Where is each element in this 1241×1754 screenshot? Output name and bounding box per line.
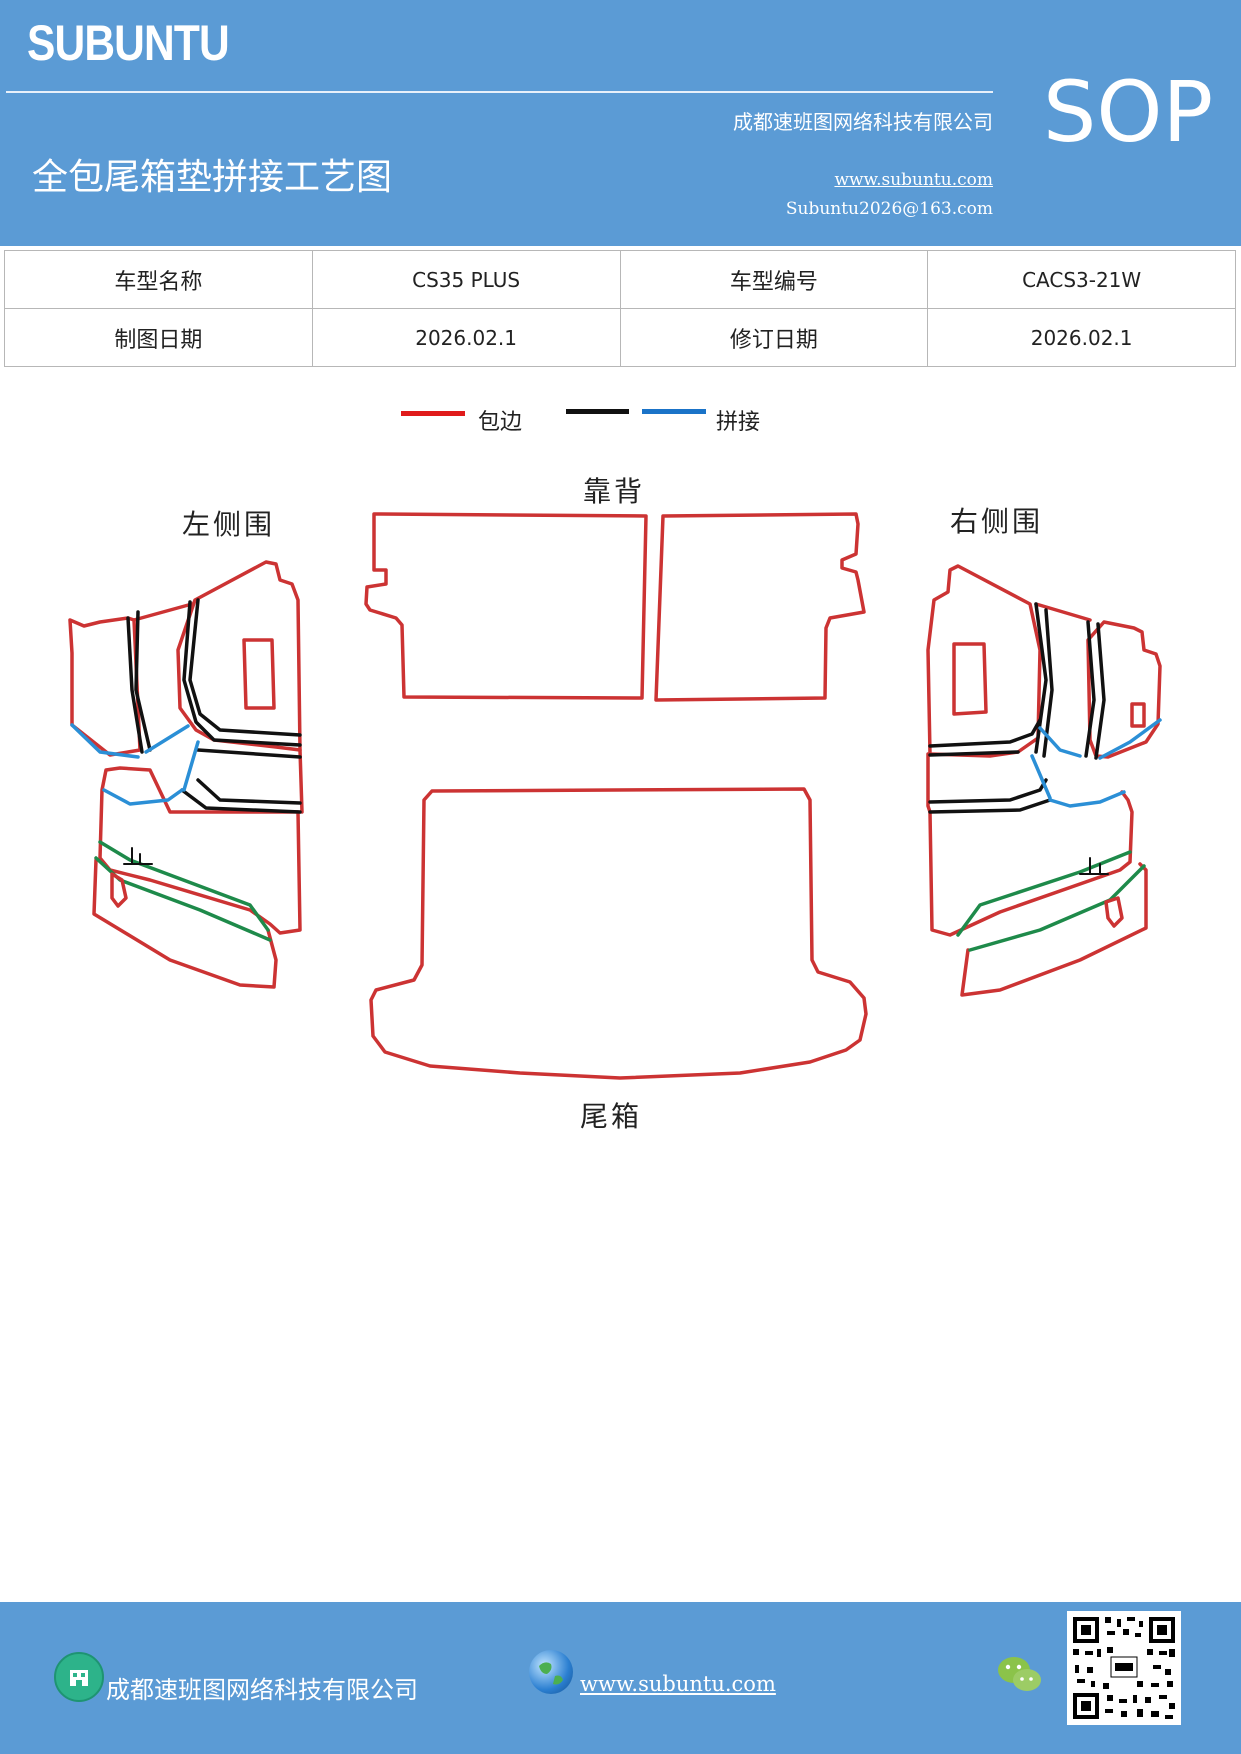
trunk-floor-panel (369, 787, 868, 1080)
footer-website-link[interactable]: www.subuntu.com (580, 1672, 776, 1696)
table-cell: 车型编号 (619, 250, 929, 309)
table-cell: 2026.02.1 (311, 308, 621, 367)
email-address: Subuntu2026@163.com (785, 199, 993, 219)
backrest-left-panel (364, 512, 648, 700)
legend-swatch-join (642, 409, 706, 414)
footer: 成都速班图网络科技有限公司 www.subuntu.com (0, 1602, 1241, 1754)
company-name: 成都速班图网络科技有限公司 (733, 110, 993, 134)
table-row: 车型名称 CS35 PLUS 车型编号 CACS3-21W (4, 250, 1236, 309)
mat-diagram (68, 512, 1162, 1080)
label-right-side: 右侧围 (950, 505, 1044, 538)
wechat-icon (996, 1654, 1044, 1700)
label-left-side: 左侧围 (182, 508, 276, 541)
table-cell: 制图日期 (4, 308, 313, 367)
table-cell: 2026.02.1 (927, 308, 1236, 367)
legend-swatch-seam (566, 409, 629, 414)
table-cell: 修订日期 (619, 308, 929, 367)
doc-type-label: SOP (1043, 63, 1214, 161)
right-side-panels (926, 564, 1162, 997)
table-cell: CS35 PLUS (311, 250, 621, 309)
footer-company-name: 成都速班图网络科技有限公司 (106, 1676, 418, 1704)
legend-label-join: 拼接 (716, 410, 761, 435)
legend-swatch-edge (401, 411, 465, 416)
left-side-panels (68, 560, 304, 989)
globe-icon (529, 1650, 573, 1694)
table-row: 制图日期 2026.02.1 修订日期 2026.02.1 (4, 308, 1236, 367)
brand-logo: SUBUNTU (27, 15, 230, 71)
info-table: 车型名称 CS35 PLUS 车型编号 CACS3-21W 制图日期 2026.… (4, 250, 1236, 367)
building-icon (54, 1652, 104, 1702)
marker-right (1079, 857, 1109, 875)
header-divider (6, 91, 993, 93)
table-cell: 车型名称 (4, 250, 313, 309)
label-backrest: 靠背 (583, 475, 646, 508)
qr-code (1067, 1611, 1181, 1725)
label-trunk: 尾箱 (580, 1100, 643, 1133)
page-title: 全包尾箱垫拼接工艺图 (32, 157, 393, 198)
website-link[interactable]: www.subuntu.com (834, 170, 993, 190)
table-cell: CACS3-21W (927, 250, 1236, 309)
header: SUBUNTU 成都速班图网络科技有限公司 全包尾箱垫拼接工艺图 www.sub… (0, 0, 1241, 246)
backrest-right-panel (654, 512, 866, 702)
legend-label-edge: 包边 (478, 410, 523, 435)
marker-left (123, 847, 153, 865)
